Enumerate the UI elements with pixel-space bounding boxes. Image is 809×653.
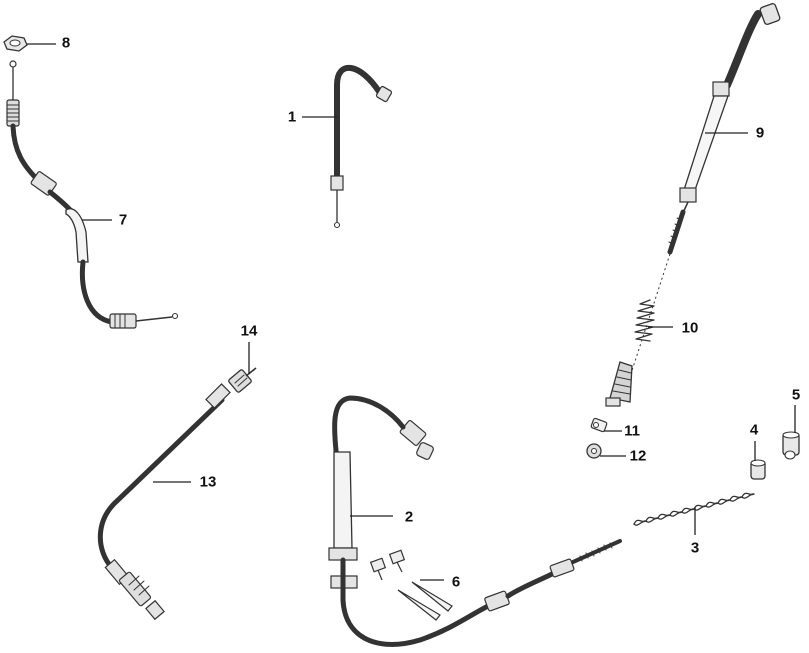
- part-6-pins: [369, 549, 453, 621]
- callout-4: 4: [749, 421, 759, 439]
- part-10-spring: [605, 299, 655, 407]
- callout-1: 1: [287, 108, 297, 126]
- part-13-cable: [97, 383, 231, 621]
- callout-3: 3: [690, 539, 700, 557]
- callout-6: 6: [451, 573, 461, 591]
- part-7-cable: [6, 60, 179, 329]
- callout-13: 13: [199, 473, 217, 491]
- callout-9: 9: [755, 124, 765, 142]
- part-2-cable: [328, 395, 622, 647]
- callout-8: 8: [61, 34, 71, 52]
- callout-14: 14: [240, 322, 258, 340]
- part-12-nut: [586, 443, 602, 459]
- callout-7: 7: [118, 211, 128, 229]
- leader-lines: [27, 43, 796, 581]
- callout-12: 12: [629, 447, 647, 465]
- callout-2: 2: [404, 508, 414, 526]
- callout-5: 5: [791, 386, 801, 404]
- part-4-sleeve: [750, 459, 766, 480]
- callout-11: 11: [624, 422, 640, 440]
- part-9-cable: [623, 3, 781, 396]
- part-14-fitting: [228, 367, 257, 393]
- part-11-clip: [590, 417, 608, 433]
- part-8-nut: [3, 35, 28, 52]
- callout-10: 10: [681, 319, 699, 337]
- part-3-spring: [633, 492, 755, 526]
- part-5-fitting: [782, 431, 800, 460]
- part-1-bent-cable: [330, 65, 393, 229]
